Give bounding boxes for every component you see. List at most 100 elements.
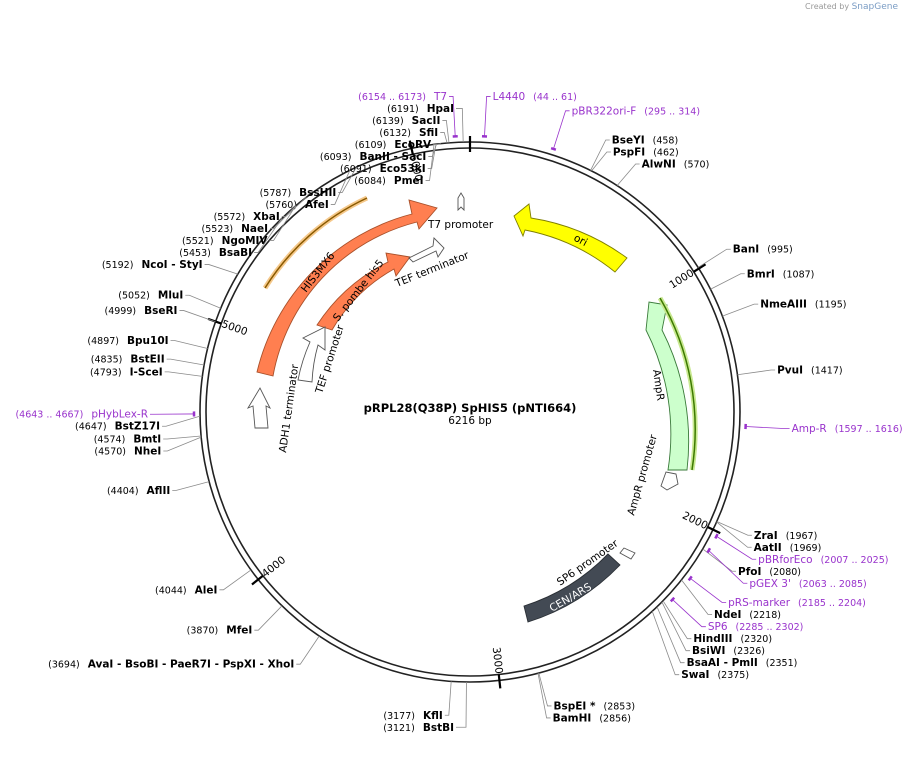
site-leader-line [164,371,203,377]
his3mx6-label: HIS3MX6 [299,250,338,295]
site-position: (5572) [214,212,246,223]
restriction-site-label: BmrI(1087) [747,268,815,280]
restriction-site-label: (6084)PmeI [354,175,423,187]
tick-label: 1000 [667,267,696,291]
site-leader-line [204,264,238,275]
site-name: BanI [733,244,759,256]
site-name: BseYI [612,134,645,146]
primer-position: (44 .. 61) [533,92,577,103]
site-position: (5521) [182,236,214,247]
site-leader-line [179,310,216,323]
primer-name: pGEX 3' [749,578,791,590]
site-position: (570) [684,159,710,170]
restriction-site-label: BsiWI(2326) [692,645,765,657]
site-leader-line [537,673,551,719]
site-name: BstBI [423,722,454,734]
site-name: Bpu10I [127,335,169,347]
site-position: (462) [653,147,679,158]
site-leader-line [656,606,685,664]
site-leader-line [440,132,448,144]
restriction-site-label: ZraI(1967) [754,530,817,542]
restriction-site-label: HindIII(2320) [693,633,772,645]
restriction-site-label: (4999)BseRI [104,305,177,317]
site-position: (5192) [102,260,134,271]
restriction-site-label: (3177)KflI [383,710,442,722]
site-position: (995) [767,245,793,256]
site-name: NgoMIV [222,235,269,247]
restriction-site-label: (6093)BanII - SacI [320,151,426,163]
site-leader-line [163,435,202,440]
sp6-promoter-arrow [619,547,636,560]
primer-leader-line [689,578,727,603]
primer-mark [687,575,693,582]
ori-arrow [513,203,628,273]
site-position: (3121) [383,723,415,734]
site-position: (2218) [749,610,781,621]
primer-name: Amp-R [792,423,827,435]
site-leader-line [710,273,745,290]
site-leader-line [427,144,437,169]
t7-promoter-arrow [457,192,465,212]
site-name: MluI [158,290,183,302]
site-position: (1195) [815,300,847,311]
restriction-sites: (6191)HpaI(6139)SacII(6132)SfiI(6109)Eco… [48,103,846,734]
backbone [199,136,741,683]
site-position: (5453) [179,248,211,259]
ampr-promoter-label: AmpR promoter [625,433,660,517]
primer-mark [706,547,712,554]
restriction-site-label: (4897)Bpu10I [87,335,168,347]
restriction-site-label: PspFI (462) [613,146,679,158]
site-name: NcoI - StyI [141,259,202,271]
site-position: (6191) [387,104,419,115]
site-leader-line [170,340,208,349]
ampr-label: AmpR [650,369,666,402]
site-name: BseRI [144,305,177,317]
restriction-site-label: NdeI(2218) [714,609,781,621]
restriction-site-label: BsaAI - PmlI(2351) [687,657,798,669]
adh1-terminator-label: ADH1 terminator [277,363,301,453]
site-name: PspFI [613,146,645,158]
his3mx6-orf-line [264,197,368,289]
site-position: (1417) [811,366,843,377]
site-name: HpaI [427,103,454,115]
primer-label: L4440(44 .. 61) [493,91,577,103]
site-leader-line [456,108,464,143]
primer-leader-line [672,599,706,628]
restriction-site-label: (4647)BstZ17I [75,421,160,433]
site-leader-line [722,303,759,317]
site-name: KflI [423,710,443,722]
ampr-orf-line [659,297,696,471]
site-position: (5787) [260,188,292,199]
restriction-site-label: (5572)XbaI [214,211,280,223]
primer-position: (2185 .. 2204) [798,598,866,609]
site-name: PvuI [777,365,803,377]
site-name: AflII [147,485,171,497]
restriction-site-label: (5521) NgoMIV [182,235,268,247]
restriction-site-label: (4404)AflII [107,485,170,497]
his3mx6-arrow [256,199,438,377]
ampr-arrow [645,301,690,471]
site-leader-line [737,369,776,376]
site-position: (5760) [265,200,297,211]
tef-terminator-label: TEF terminator [393,249,472,290]
restriction-site-label: (5052)MluI [118,290,183,302]
primer-position: (4643 .. 4667) [15,410,83,421]
site-position: (2080) [769,567,801,578]
site-leader-line [456,681,467,728]
tef-promoter-arrow [297,326,326,383]
restriction-site-label: (3121) BstBI [383,722,454,734]
restriction-site-label: (6091)Eco53kI [340,163,426,175]
site-name: Eco53kI [380,163,426,175]
site-name: BmrI [747,268,775,280]
site-position: (1969) [790,543,822,554]
restriction-site-label: (5192) NcoI - StyI [102,259,203,271]
restriction-site-label: (4044)AleI [155,584,217,596]
site-leader-line [254,218,283,253]
site-name: NmeAIII [760,299,807,311]
restriction-site-label: (4574)BmtI [94,434,161,446]
site-position: (6139) [372,116,404,127]
site-name: NheI [134,446,161,458]
site-position: (4835) [91,355,123,366]
site-leader-line [330,170,351,205]
primer-label: SP6(2285 .. 2302) [708,621,804,633]
